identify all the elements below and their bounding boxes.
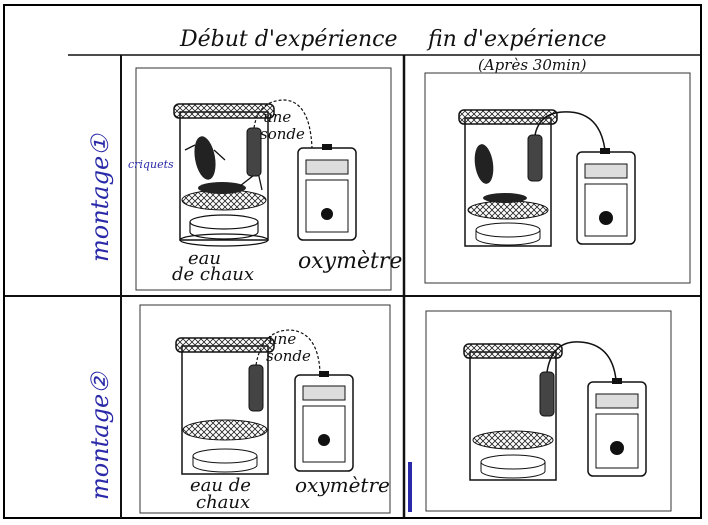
label-eau-2b: chaux (196, 492, 250, 513)
header-debut: Début d'expérience (179, 27, 398, 52)
oximeter (577, 148, 635, 244)
row-label-montage-2: montage② (86, 371, 114, 500)
setup-2-end (464, 342, 646, 480)
probe (249, 365, 263, 411)
probe (540, 372, 554, 416)
probe (528, 135, 542, 181)
header-apres: (Après 30min) (478, 56, 587, 74)
label-sonde-1b: sonde (260, 125, 305, 143)
label-oxymetre-1: oxymètre (298, 249, 402, 274)
label-criquets: criquets (128, 158, 174, 171)
header-fin: fin d'expérience (426, 27, 607, 52)
label-sonde-1a: une (263, 108, 291, 126)
label-sonde-2a: une (268, 330, 296, 348)
label-oxymetre-2: oxymètre (295, 473, 390, 497)
label-eau-1b: de chaux (172, 264, 254, 285)
row-label-montage-1: montage① (86, 133, 114, 262)
oximeter (295, 371, 353, 471)
setup-2-start (176, 330, 353, 474)
label-sonde-2b: sonde (266, 347, 311, 365)
oximeter (298, 144, 356, 240)
oximeter (588, 378, 646, 476)
setup-1-end (459, 110, 635, 246)
